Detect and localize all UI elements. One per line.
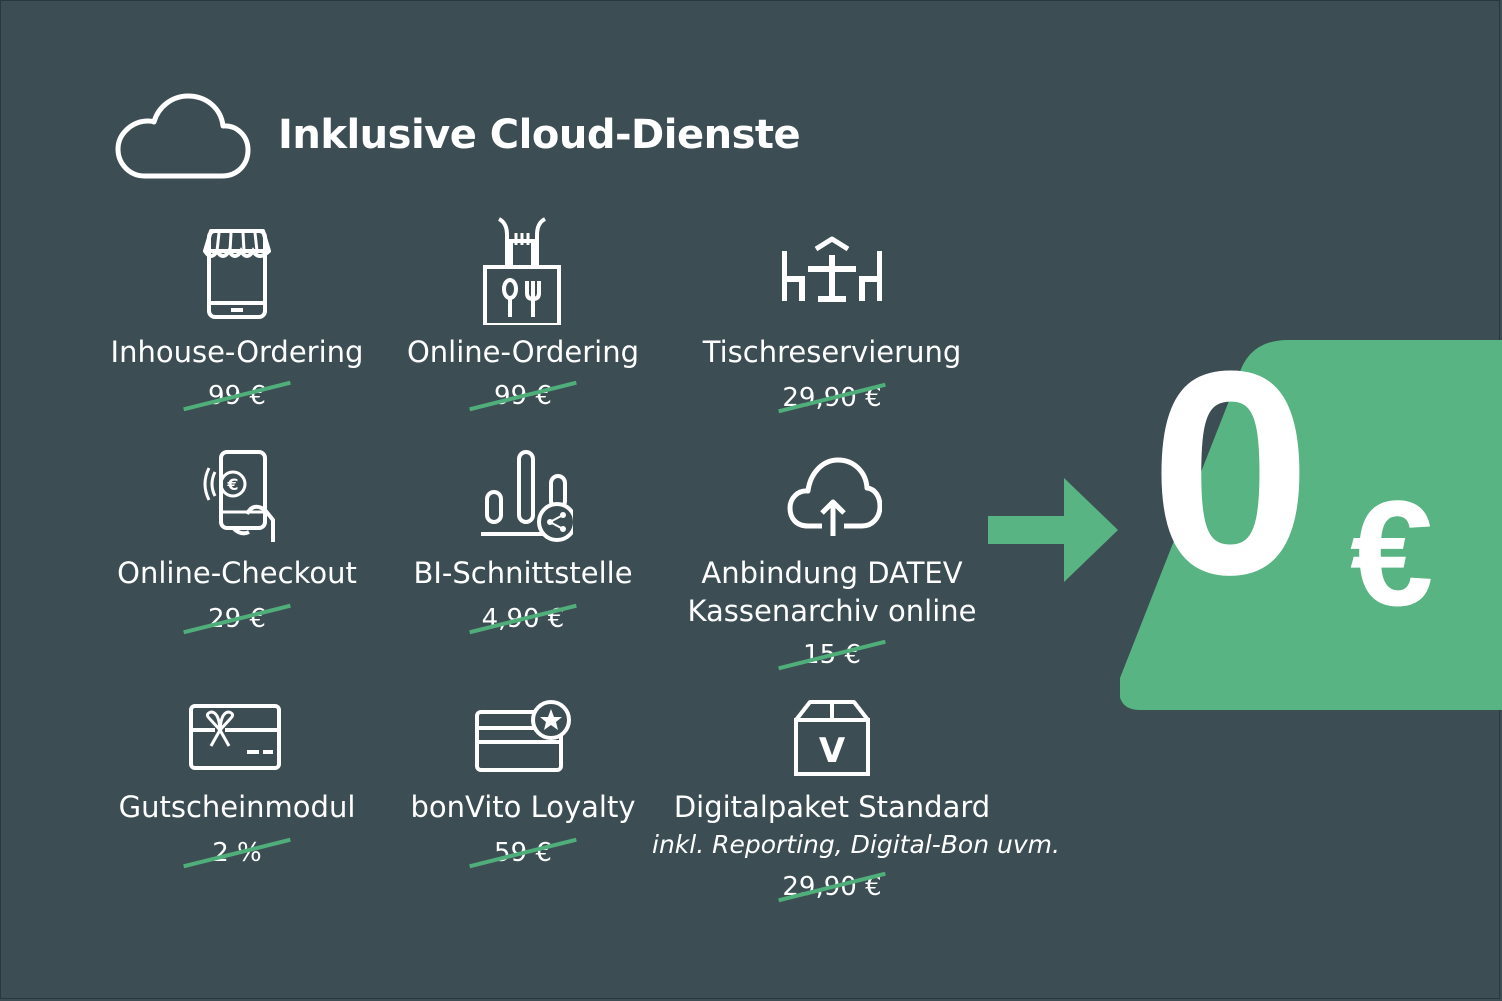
service-label: Online-Checkout bbox=[117, 556, 357, 590]
service-price: 29 € bbox=[77, 603, 397, 635]
service-label-2: Kassenarchiv online bbox=[687, 594, 977, 628]
service-label: BI-Schnittstelle bbox=[413, 556, 633, 590]
arrow-right-icon bbox=[988, 478, 1118, 582]
takeaway-bag-icon bbox=[483, 217, 561, 325]
service-price: 99 € bbox=[363, 380, 683, 412]
header: Inklusive Cloud-Dienste bbox=[112, 92, 812, 182]
service-price: 2 % bbox=[77, 837, 397, 869]
service-price: 59 € bbox=[363, 837, 683, 869]
svg-text:V: V bbox=[819, 731, 846, 771]
service-label: Anbindung DATEV bbox=[701, 556, 963, 590]
result-amount: 0 bbox=[1150, 311, 1312, 635]
mobile-shop-icon bbox=[203, 229, 271, 319]
service-price: 29,90 € bbox=[672, 382, 992, 414]
service-label: Digitalpaket Standard bbox=[673, 790, 991, 824]
service-label: bonVito Loyalty bbox=[410, 790, 636, 824]
svg-text:€: € bbox=[226, 475, 238, 494]
service-label: Tischreservierung bbox=[702, 335, 962, 369]
phone-payment-icon: € bbox=[203, 450, 275, 542]
service-price: 29,90 € bbox=[672, 871, 992, 903]
price-badge: 0 € bbox=[1120, 328, 1502, 710]
box-v-icon: V bbox=[794, 700, 870, 776]
service-note: inkl. Reporting, Digital-Bon uvm. bbox=[652, 830, 1060, 859]
service-price: 4,90 € bbox=[363, 603, 683, 635]
service-price: 99 € bbox=[77, 380, 397, 412]
service-label: Inhouse-Ordering bbox=[110, 335, 364, 369]
result-currency: € bbox=[1350, 469, 1434, 637]
page-title: Inklusive Cloud-Dienste bbox=[278, 112, 801, 158]
cloud-upload-icon bbox=[787, 457, 882, 536]
bi-share-icon bbox=[481, 450, 573, 542]
gift-card-icon bbox=[189, 704, 281, 770]
service-label: Online-Ordering bbox=[406, 335, 640, 369]
service-price: 15 € bbox=[672, 639, 992, 671]
loyalty-card-icon bbox=[475, 700, 571, 772]
cloud-icon bbox=[115, 93, 251, 179]
table-reservation-icon bbox=[782, 236, 882, 302]
service-label: Gutscheinmodul bbox=[118, 790, 356, 824]
badge-shape bbox=[1120, 340, 1502, 710]
